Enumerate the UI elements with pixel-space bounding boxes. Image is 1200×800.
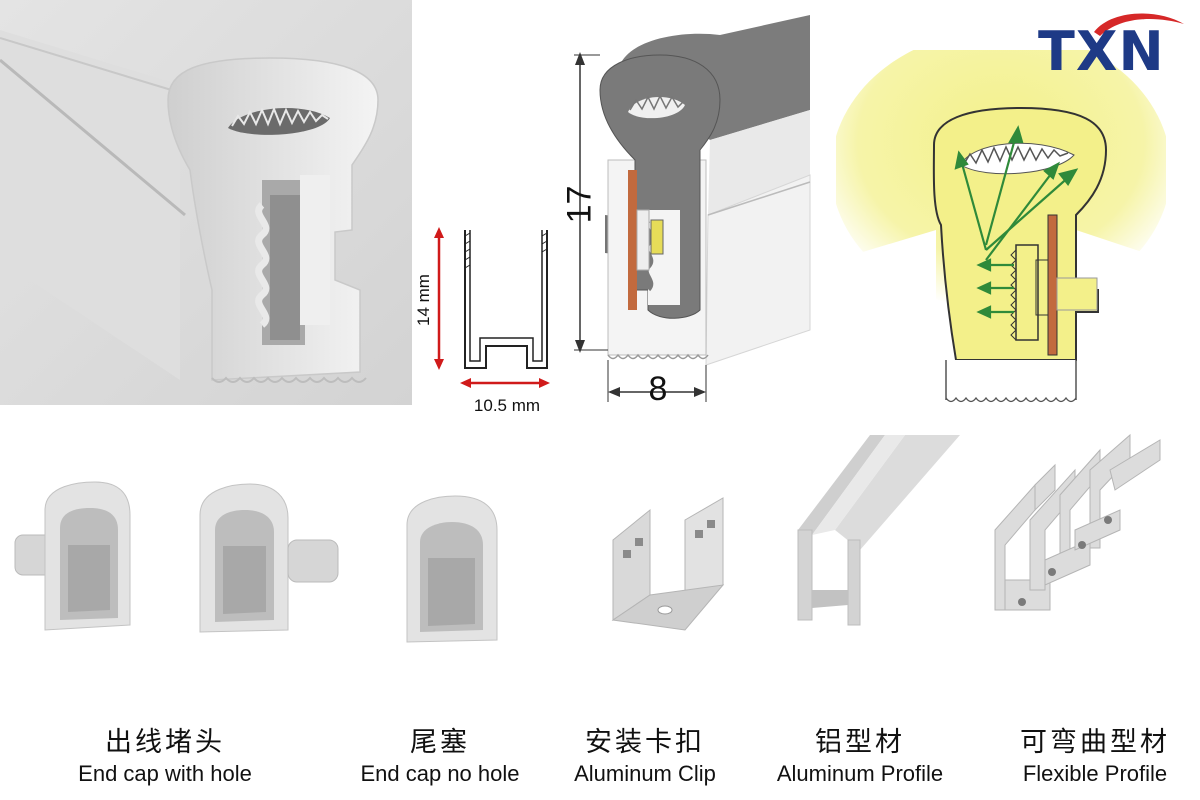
profile-height-label: 14 mm [414,274,433,326]
caption-cn-end-cap-no-hole: 尾塞 [410,727,470,758]
caption-en-end-cap-with-hole: End cap with hole [78,761,252,786]
end-cap-with-hole-image [10,470,355,645]
profile-width-label: 10.5 mm [473,396,541,415]
light-emission-diagram [836,50,1166,410]
caption-en-aluminum-clip: Aluminum Clip [574,761,716,786]
brand-logo: TXN [1036,10,1192,83]
caption-en-flexible-profile: Flexible Profile [1022,761,1168,786]
aluminum-profile-image [790,430,970,630]
tube-width-label: 8 [648,370,668,408]
end-cap-no-hole-image [395,490,515,650]
tube-height-label: 17 [560,185,599,224]
caption-cn-aluminum-profile: 铝型材 [815,727,905,758]
caption-en-end-cap-no-hole: End cap no hole [360,761,520,786]
brand-logo-text: TXN [1038,20,1165,83]
neon-profile-3d-render [0,0,412,405]
aluminum-profile-dimension-drawing: 14 mm 10.5 mm [412,218,560,423]
caption-cn-aluminum-clip: 安装卡扣 [585,727,705,758]
flexible-profile-image [990,430,1170,620]
caption-cn-flexible-profile: 可弯曲型材 [1020,727,1170,758]
caption-en-aluminum-profile: Aluminum Profile [776,761,944,786]
caption-cn-end-cap-with-hole: 出线堵头 [105,727,225,758]
aluminum-clip-image [605,490,735,640]
neon-tube-cross-section: 17 8 [560,10,816,410]
